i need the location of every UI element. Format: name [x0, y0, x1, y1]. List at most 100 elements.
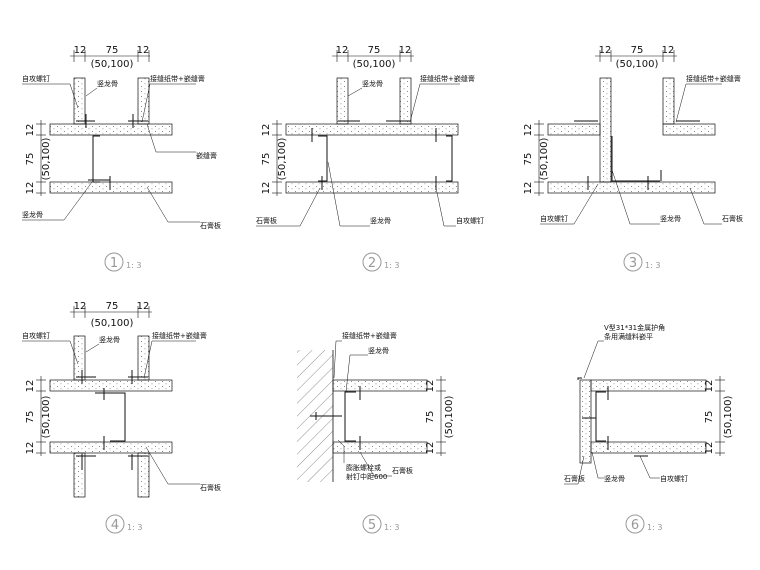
- detail-2-top-dimension: [332, 50, 414, 62]
- detail-2-number-circle: [362, 252, 382, 272]
- detail-3-number-circle: [623, 252, 643, 272]
- detail-4-side-dim-c: 12: [25, 442, 36, 455]
- detail-3: 12 75 12 (50,100) 12 75 (50,100) 12: [523, 45, 743, 272]
- detail-5-side-dim-a: 12: [425, 380, 436, 393]
- detail-4-side-dim-b: 75: [25, 411, 36, 424]
- detail-1-label-joint-tape: 接缝纸带+嵌缝膏: [150, 74, 205, 83]
- detail-1-board-bottom: [49, 181, 173, 194]
- detail-5: 12 75 (50,100) 12 接缝纸带+嵌缝膏 竖龙骨 膨胀螺栓或 射钉中…: [297, 331, 455, 534]
- detail-1-label-caulk: 嵌缝膏: [196, 151, 217, 160]
- detail-3-side-dim-a: 12: [523, 124, 534, 137]
- detail-2-leaders: [256, 83, 460, 227]
- detail-4-number: 4: [111, 518, 119, 533]
- detail-4-label-screw: 自攻螺钉: [22, 331, 50, 340]
- detail-6-board-vertical: [579, 379, 592, 464]
- detail-1-label-stud-top: 竖龙骨: [97, 79, 118, 88]
- detail-3-board-right-vertical: [662, 77, 675, 125]
- detail-3-top-dim-a: 12: [599, 45, 612, 56]
- detail-4-board-bottom: [49, 441, 173, 454]
- detail-3-side-dim-b: 75: [523, 153, 534, 166]
- detail-4-side-dimension: [36, 376, 46, 456]
- detail-3-top-dimension: [595, 50, 677, 62]
- detail-5-leaders: [333, 340, 392, 477]
- detail-4-label-board: 石膏板: [200, 483, 221, 492]
- detail-2-side-dimension: [272, 120, 282, 196]
- detail-1-board-top: [49, 123, 173, 136]
- detail-6-label-corner-bead-1: V型31*31金属护角: [604, 323, 665, 332]
- detail-5-scale: 1: 3: [384, 523, 399, 532]
- detail-1-board-right-vertical: [137, 77, 150, 125]
- detail-4-stud: [76, 370, 148, 470]
- detail-4: 12 75 12 (50,100) 12 75 (50: [22, 301, 221, 534]
- detail-3-side-dim-c: 12: [523, 182, 534, 195]
- detail-3-top-dim-c: 12: [662, 45, 675, 56]
- detail-1-label-screw: 自攻螺钉: [22, 74, 50, 83]
- detail-4-leaders: [22, 340, 200, 485]
- detail-2-side-dim-a: 12: [261, 124, 272, 137]
- detail-2-side-dim-c: 12: [261, 182, 272, 195]
- detail-6-number-circle: [625, 514, 645, 534]
- detail-2-top-dim-b: 75: [368, 45, 381, 56]
- detail-6: 12 75 (50,100) 12 V型31*31金属护角 条用满缝料嵌平 石膏…: [564, 323, 734, 534]
- detail-2-label-screw: 自攻螺钉: [456, 216, 484, 225]
- detail-2-label-joint-tape: 接缝纸带+嵌缝膏: [420, 74, 475, 83]
- detail-2-scale: 1: 3: [384, 261, 399, 270]
- detail-6-side-dimension: [715, 376, 725, 456]
- detail-5-board-top: [332, 379, 428, 392]
- detail-4-number-circle: [105, 514, 125, 534]
- detail-3-board-top-right: [662, 123, 716, 136]
- detail-4-top-dim-sub: (50,100): [91, 318, 134, 329]
- detail-4-top-dim-c: 12: [137, 301, 150, 312]
- detail-6-label-corner-bead-2: 条用满缝料嵌平: [604, 332, 653, 341]
- detail-2-board-left-vertical: [336, 77, 349, 125]
- detail-2-top-dim-c: 12: [399, 45, 412, 56]
- detail-4-board-left-vertical-bottom: [73, 452, 86, 498]
- detail-4-side-dim-sub: (50,100): [41, 396, 52, 439]
- detail-1: 12 75 12 (50,100) 12 75 (50,100) 12: [22, 45, 221, 272]
- detail-4-scale: 1: 3: [127, 523, 142, 532]
- detail-5-label-joint-tape: 接缝纸带+嵌缝膏: [342, 331, 397, 340]
- detail-6-scale: 1: 3: [647, 523, 662, 532]
- detail-1-number-circle: [104, 252, 124, 272]
- detail-2-side-dim-sub: (50,100): [277, 138, 288, 181]
- detail-5-side-dim-c: 12: [425, 442, 436, 455]
- detail-3-label-board: 石膏板: [722, 214, 743, 223]
- detail-5-stud: [310, 386, 361, 450]
- detail-2-board-bottom: [285, 181, 459, 194]
- detail-4-top-dim-a: 12: [74, 301, 87, 312]
- detail-3-board-left-vertical: [599, 77, 612, 183]
- detail-2-side-dim-b: 75: [261, 153, 272, 166]
- detail-1-leaders: [22, 83, 200, 223]
- detail-3-number: 3: [629, 256, 637, 271]
- detail-6-side-dim-sub: (50,100): [723, 396, 734, 439]
- detail-6-side-dim-a: 12: [704, 380, 715, 393]
- detail-2-stud: [311, 120, 453, 190]
- detail-4-label-stud: 竖龙骨: [99, 335, 120, 344]
- detail-6-stud: [577, 377, 648, 457]
- detail-3-label-joint-tape: 接缝纸带+嵌缝膏: [686, 74, 741, 83]
- detail-1-top-dim-sub: (50,100): [91, 59, 134, 70]
- detail-1-top-dim-c: 12: [137, 45, 150, 56]
- detail-2-number: 2: [368, 256, 376, 271]
- detail-5-number-circle: [362, 514, 382, 534]
- detail-5-label-stud: 竖龙骨: [368, 346, 389, 355]
- detail-5-label-board: 石膏板: [392, 466, 413, 475]
- detail-5-label-anchor-2: 射钉中距600: [346, 472, 387, 481]
- detail-1-top-dimension: [70, 50, 150, 62]
- detail-2-top-dim-sub: (50,100): [353, 59, 396, 70]
- detail-2-label-board: 石膏板: [256, 216, 277, 225]
- detail-4-side-dim-a: 12: [25, 380, 36, 393]
- detail-1-stud: [76, 114, 148, 190]
- detail-2-board-right-vertical: [399, 77, 412, 125]
- detail-2-label-stud-top: 竖龙骨: [362, 79, 383, 88]
- detail-2-top-dim-a: 12: [336, 45, 349, 56]
- detail-1-side-dim-c: 12: [25, 182, 36, 195]
- detail-5-label-anchor-1: 膨胀螺栓或: [346, 463, 381, 472]
- detail-4-label-joint-tape: 接缝纸带+嵌缝膏: [152, 331, 207, 340]
- detail-3-stud: [574, 120, 700, 190]
- detail-6-side-dim-c: 12: [704, 442, 715, 455]
- detail-5-side-dim-b: 75: [425, 411, 436, 424]
- detail-5-board-bottom: [332, 441, 428, 454]
- detail-1-top-dim-b: 75: [106, 45, 119, 56]
